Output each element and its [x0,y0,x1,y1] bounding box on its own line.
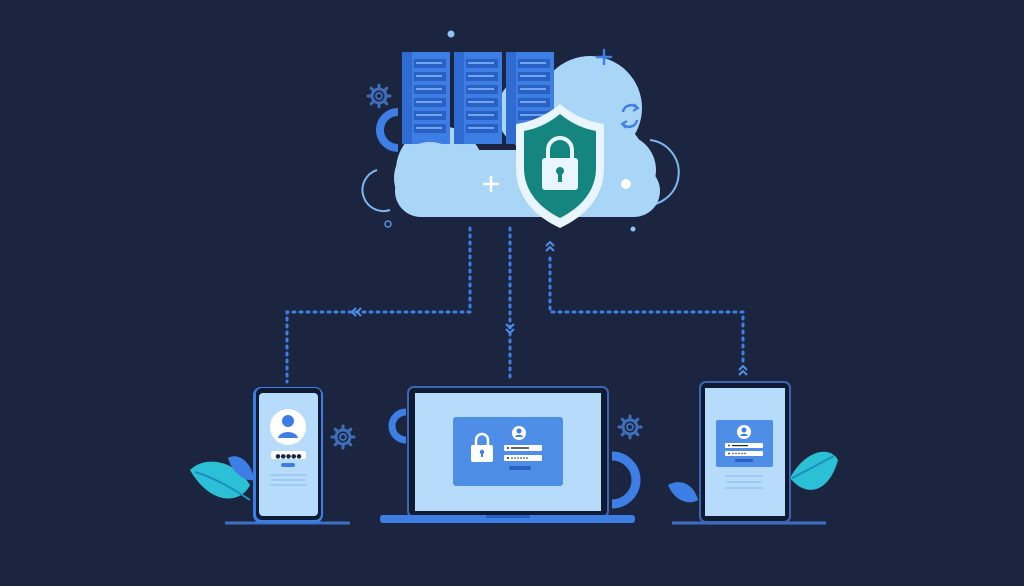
sparkle-dot [384,220,392,228]
password-mask: ●●●●● [275,453,301,460]
tablet [668,381,838,525]
sparkle-dot [630,226,636,232]
plus-icon [482,175,500,193]
arrow-up-icon [738,364,748,376]
connector-lines [285,226,745,384]
arrow-down-icon [505,323,515,335]
shield-lock-icon [516,104,604,228]
field-placeholder-dots [728,444,748,455]
text-lines [270,474,307,486]
login-card [716,420,773,467]
plus-icon [595,48,613,66]
laptop [380,386,643,523]
login-button [509,466,531,470]
user-avatar-icon [512,426,526,440]
server-rack-icon [402,52,450,144]
leaf-icon [190,456,254,501]
connector-to-tablet [548,256,745,364]
login-button [281,463,295,467]
laptop-base [380,515,635,523]
gear-icon [617,414,643,440]
arrow-up-icon [545,240,555,252]
login-card [453,417,563,486]
connector-arrows [350,240,748,376]
smartphone: ●●●●● [190,387,356,525]
sparkle-dot [621,179,631,189]
password-field [725,451,763,456]
connector-to-phone [285,226,472,384]
gear-icon [330,424,356,450]
cloud-outline-arc [361,169,391,213]
server-rack-icon [454,52,502,144]
sync-icon [620,103,640,129]
decorations [366,30,640,232]
gear-half-icon [388,408,407,444]
field-placeholder-dots [507,447,529,459]
gear-icon [366,83,392,109]
gear-half-icon [611,451,641,509]
padlock-icon [471,432,493,462]
gear-half-icon [376,108,399,152]
user-avatar-icon [737,425,751,439]
leaf-icon [668,451,838,503]
arrow-left-icon [350,307,362,317]
cloud-hub [361,52,680,228]
user-avatar-icon [270,409,306,445]
text-lines [725,475,763,489]
password-field [271,451,306,459]
password-field [504,455,542,461]
login-button [735,459,753,462]
sparkle-dot [447,30,455,38]
